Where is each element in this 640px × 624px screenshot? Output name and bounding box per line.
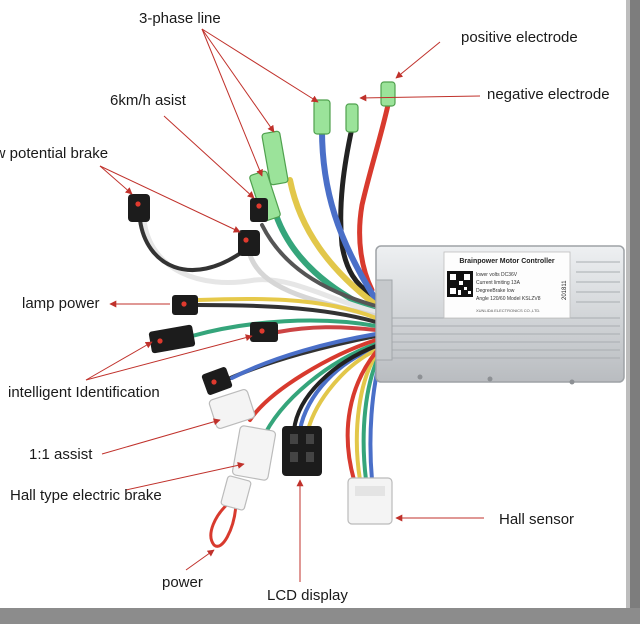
- arrow-6kmh: [163, 115, 255, 199]
- connector-negative: [345, 103, 359, 133]
- connector-hall-sensor: [347, 477, 393, 525]
- label-6kmh-asist: 6km/h asist: [110, 92, 186, 109]
- connector-positive: [380, 81, 396, 107]
- wire-hall-sensor-green: [361, 356, 380, 482]
- wire-hall-sensor-red: [345, 350, 378, 482]
- label-low-potential-brake: low potential brake: [0, 145, 109, 162]
- wire-low-brake-black: [138, 218, 247, 272]
- arrow-negative: [359, 94, 481, 102]
- label-lcd-display: LCD display: [267, 587, 348, 604]
- label-1-1-assist: 1:1 assist: [29, 446, 93, 463]
- controller-title: Brainpower Motor Controller: [459, 258, 555, 265]
- arrow-positive: [395, 41, 441, 79]
- qr-code: [447, 271, 473, 297]
- controller-serial: 201811: [562, 280, 568, 300]
- wiring-illustration: Brainpower Motor Controller lower volts …: [85, 28, 625, 582]
- arrow-hall-brake: [125, 461, 245, 491]
- wire-phase-green: [273, 212, 379, 315]
- arrow-intelligent-1: [85, 341, 153, 381]
- label-lamp-power: lamp power: [22, 295, 100, 312]
- connector-low-brake-2: [238, 230, 260, 256]
- arrow-phase-3: [201, 28, 263, 177]
- connector-assist-white: [208, 388, 256, 430]
- arrow-intelligent-2: [85, 334, 253, 381]
- wire-hall-sensor-yellow: [354, 353, 378, 482]
- diagram-canvas: Brainpower Motor Controller lower volts …: [0, 0, 626, 608]
- controller-line-2: Current limiting 13A: [476, 280, 521, 286]
- arrow-power: [185, 549, 215, 571]
- label-hall-type-electric-brake: Hall type electric brake: [10, 487, 162, 504]
- wire-id-green: [190, 318, 378, 338]
- wire-assist-blue: [230, 332, 378, 380]
- controller-company: XUNLIDA ELECTRONICS CO.,LTD.: [476, 308, 540, 313]
- connector-hall-brake: [231, 425, 277, 481]
- wire-positive: [357, 102, 391, 293]
- label-power: power: [162, 574, 203, 591]
- arrow-phase-2: [201, 28, 275, 133]
- controller-line-4: Angle 120/60 Model KSLZV8: [476, 296, 541, 302]
- arrow-assist: [101, 418, 221, 455]
- motor-controller: Brainpower Motor Controller lower volts …: [375, 245, 625, 385]
- wire-phase-blue: [319, 127, 379, 303]
- wire-6kmh: [260, 223, 378, 308]
- controller-line-1: lower volts DC36V: [476, 272, 518, 278]
- connector-assist-black: [201, 367, 233, 395]
- wire-hall-brake-green: [260, 342, 378, 442]
- arrow-low-brake-1: [99, 165, 133, 195]
- connector-intelligent-1: [148, 324, 196, 354]
- callout-arrows: [85, 28, 484, 582]
- connector-lcd: [282, 426, 322, 476]
- wire-id-2: [276, 325, 378, 334]
- wire-lcd-black: [292, 344, 378, 432]
- wire-power-loop: [209, 498, 238, 548]
- connector-6kmh: [250, 198, 268, 222]
- arrow-low-brake-2: [99, 165, 241, 233]
- label-intelligent-identification: intelligent Identification: [8, 384, 160, 401]
- connector-low-brake-1: [128, 194, 150, 222]
- connectors: [128, 81, 396, 525]
- wire-hall-brake-red: [248, 338, 378, 422]
- wire-phase-yellow: [287, 177, 379, 308]
- bottom-border: [0, 608, 640, 624]
- wire-lcd-yellow: [306, 348, 378, 432]
- wire-lamp-black: [196, 303, 378, 324]
- connector-phase-blue: [313, 99, 331, 135]
- label-hall-sensor: Hall sensor: [499, 511, 575, 528]
- label-3-phase-line: 3-phase line: [139, 10, 221, 27]
- right-border: [626, 0, 640, 624]
- connector-power-key: [220, 475, 252, 511]
- label-negative-electrode: negative electrode: [487, 86, 610, 103]
- arrow-phase-1: [201, 28, 319, 103]
- label-positive-electrode: positive electrode: [461, 29, 578, 46]
- wire-lamp-yellow: [196, 296, 378, 320]
- controller-line-3: DegreeBrake low: [476, 288, 515, 294]
